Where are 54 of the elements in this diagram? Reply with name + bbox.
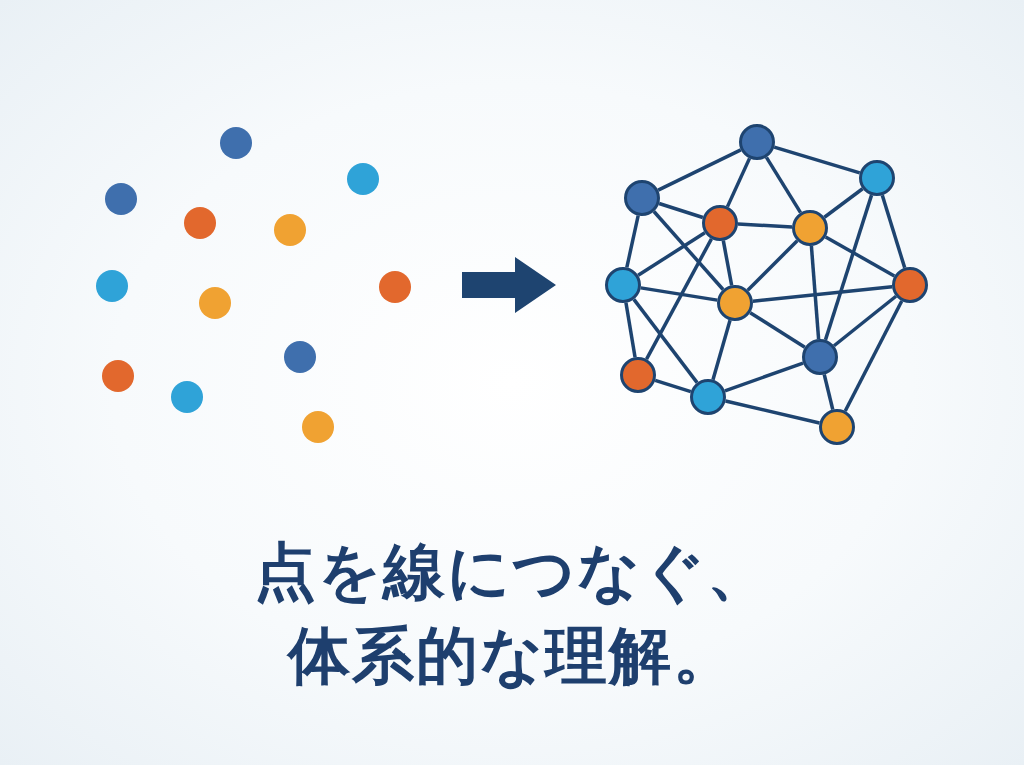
network-node xyxy=(605,267,641,303)
connecting-line xyxy=(824,235,896,278)
network-node xyxy=(690,379,726,415)
connecting-line xyxy=(822,374,835,410)
connecting-line xyxy=(749,311,806,349)
connecting-line xyxy=(725,157,752,208)
connecting-line xyxy=(652,210,725,291)
network-node xyxy=(717,285,753,321)
network-node xyxy=(702,205,738,241)
connecting-line xyxy=(711,319,732,381)
scattered-dot xyxy=(302,411,334,443)
connecting-line xyxy=(832,294,898,348)
connecting-line xyxy=(737,222,793,229)
connecting-line xyxy=(773,145,861,175)
connecting-line xyxy=(764,156,803,214)
connecting-line xyxy=(625,215,640,268)
network-node xyxy=(620,357,656,393)
scattered-dot xyxy=(199,287,231,319)
scattered-dot xyxy=(274,214,306,246)
connecting-line xyxy=(657,148,742,192)
scattered-dot xyxy=(347,163,379,195)
connecting-line xyxy=(632,298,699,384)
connecting-line xyxy=(658,201,704,220)
connecting-line xyxy=(746,239,799,292)
connecting-line xyxy=(809,245,821,340)
connecting-line xyxy=(654,378,692,394)
network-node xyxy=(624,180,660,216)
connecting-line xyxy=(752,285,893,303)
connecting-line xyxy=(640,286,718,302)
scattered-dot xyxy=(105,183,137,215)
connecting-line xyxy=(624,302,637,358)
network-node xyxy=(792,210,828,246)
connecting-line xyxy=(637,231,706,277)
network-node xyxy=(859,160,895,196)
connecting-line xyxy=(645,238,713,360)
scattered-dot xyxy=(220,127,252,159)
scattered-dot xyxy=(379,271,411,303)
connecting-line xyxy=(823,194,874,341)
scattered-dot xyxy=(284,341,316,373)
connecting-line xyxy=(823,187,864,219)
caption: 点を線につなぐ、体系的な理解。 xyxy=(252,534,772,694)
scattered-dot xyxy=(96,270,128,302)
network-node xyxy=(802,339,838,375)
connecting-line xyxy=(721,240,734,286)
connecting-line xyxy=(880,194,907,269)
connecting-line xyxy=(843,300,904,412)
connecting-line xyxy=(724,361,804,393)
connecting-line xyxy=(725,399,820,425)
scattered-dot xyxy=(171,381,203,413)
scattered-dot xyxy=(184,207,216,239)
scattered-dot xyxy=(102,360,134,392)
network-node xyxy=(819,409,855,445)
network-node xyxy=(892,267,928,303)
network-node xyxy=(739,124,775,160)
